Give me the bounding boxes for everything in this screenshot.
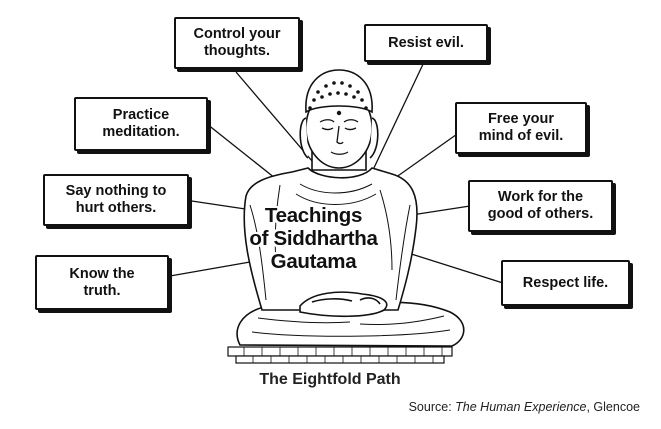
teaching-free-your-mind: Free your mind of evil. bbox=[455, 102, 587, 154]
face-features bbox=[319, 119, 359, 155]
teaching-practice-meditation: Practice meditation. bbox=[74, 97, 208, 151]
teaching-resist-evil: Resist evil. bbox=[364, 24, 488, 62]
source-credit: Source: The Human Experience, Glencoe bbox=[340, 400, 640, 414]
connector-know bbox=[169, 261, 251, 277]
buddha-body bbox=[236, 167, 465, 347]
source-publisher: , Glencoe bbox=[586, 400, 640, 414]
teaching-know-the-truth: Know the truth. bbox=[35, 255, 169, 310]
hair-curls bbox=[308, 81, 368, 116]
buddha-head bbox=[299, 69, 379, 171]
pedestal bbox=[227, 346, 453, 364]
robe-folds bbox=[249, 183, 451, 337]
center-title: Teachings of Siddhartha Gautama bbox=[249, 204, 378, 273]
source-work-title: The Human Experience bbox=[455, 400, 587, 414]
connector-resist bbox=[371, 59, 426, 173]
diagram-caption: The Eightfold Path bbox=[259, 371, 401, 388]
teaching-respect-life: Respect life. bbox=[501, 260, 630, 306]
connector-respect bbox=[404, 251, 504, 284]
connector-say bbox=[184, 199, 253, 211]
teaching-work-for-good: Work for the good of others. bbox=[468, 180, 613, 232]
teaching-say-nothing-to-hurt: Say nothing to hurt others. bbox=[43, 174, 189, 226]
teaching-control-your-thoughts: Control your thoughts. bbox=[174, 17, 300, 69]
source-prefix: Source: bbox=[408, 400, 456, 414]
